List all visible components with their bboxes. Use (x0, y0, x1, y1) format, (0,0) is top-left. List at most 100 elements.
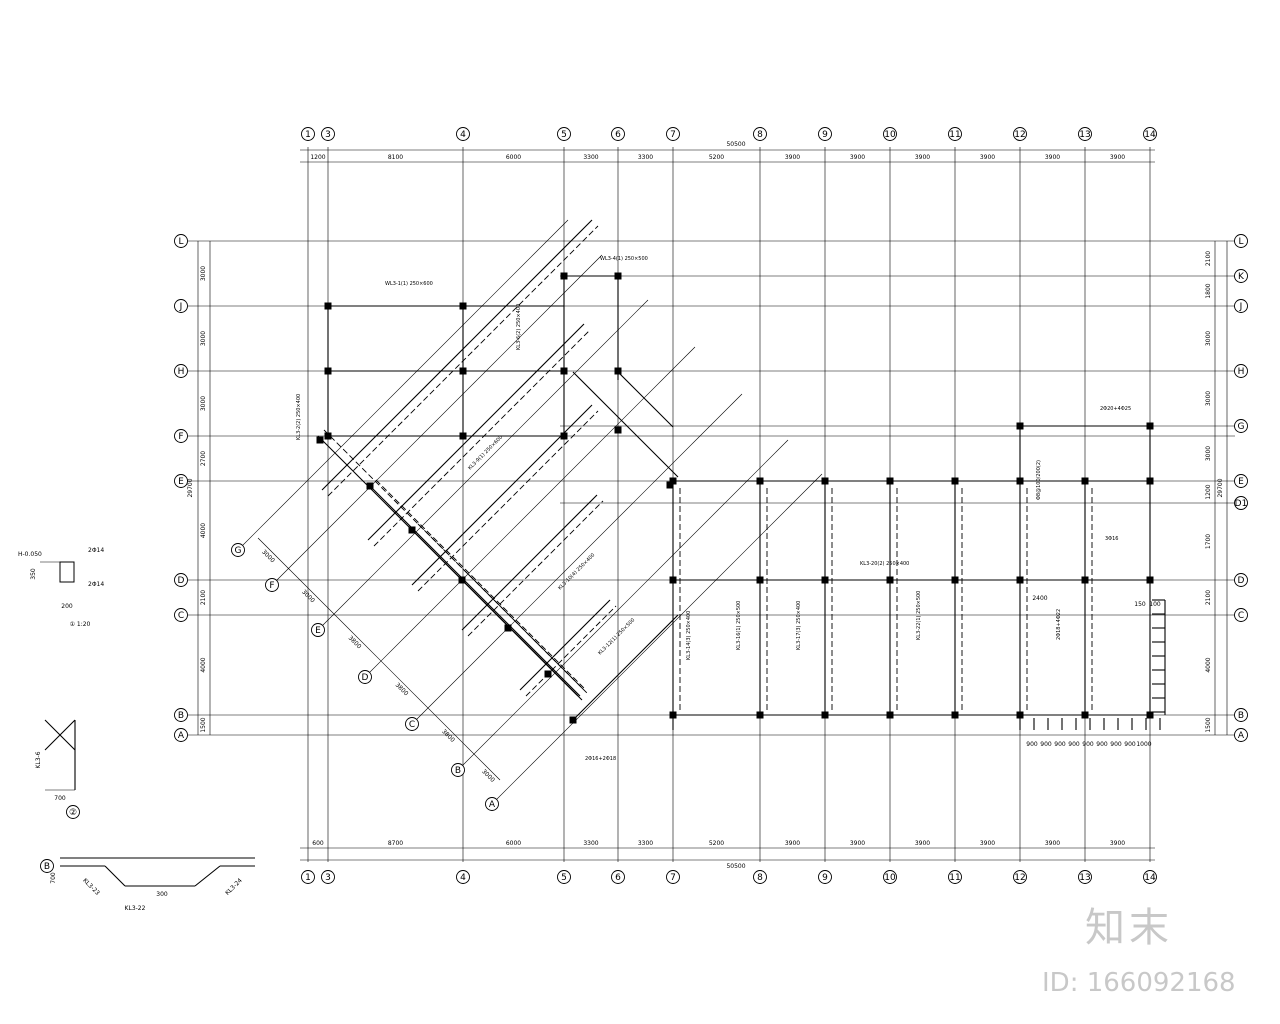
axis-top-9-bubble (818, 127, 832, 141)
skew-dim-text: 3000 (260, 549, 276, 565)
top-dim-text: 3900 (1110, 154, 1125, 161)
axis-left-E-bubble (174, 474, 188, 488)
axis-right-E-bubble (1234, 474, 1248, 488)
detail1-bar-top: 2Φ14 (88, 547, 104, 554)
axis-right-D1-label: D1 (1235, 499, 1248, 509)
axis-top-1-bubble (301, 127, 315, 141)
detail2-beam: KL3-6 (35, 751, 42, 768)
skew-axis-B-label: B (455, 766, 461, 776)
balcony-dim: 900 (1110, 741, 1122, 748)
column (669, 576, 677, 584)
detail3-dim: 700 (50, 872, 57, 884)
top-dim-text: 1200 (310, 154, 325, 161)
axis-bottom-3-label: 3 (325, 873, 331, 883)
detail3-line (194, 865, 221, 887)
axis-bottom-13-label: 13 (1079, 873, 1090, 883)
axis-right-G-bubble (1234, 419, 1248, 433)
detail1-bar-bot: 2Φ14 (88, 581, 104, 588)
beam-dim: 100 (1149, 601, 1161, 608)
axis-top-11-label: 11 (949, 130, 960, 140)
column (666, 481, 674, 489)
beam-dim: 150 (1134, 601, 1146, 608)
axis-top-14-bubble (1143, 127, 1157, 141)
bottom-dim-text: 3900 (1110, 840, 1125, 847)
axis-right-L-bubble (1234, 234, 1248, 248)
skew-axis-C-bubble (405, 717, 419, 731)
column (951, 576, 959, 584)
diagonal-beam (417, 410, 599, 592)
axis-bottom-11-label: 11 (949, 873, 960, 883)
column (951, 477, 959, 485)
top-dim-text: 5200 (709, 154, 724, 161)
bottom-dim-text: 3900 (850, 840, 865, 847)
beam-label: 3Φ16 (1105, 536, 1118, 542)
axis-left-J-bubble (174, 299, 188, 313)
axis-bottom-7-bubble (666, 870, 680, 884)
axis-top-14-label: 14 (1144, 130, 1156, 140)
column (1016, 576, 1024, 584)
axis-right-K-bubble (1234, 269, 1248, 283)
left-dim-text: 3000 (200, 331, 207, 346)
axis-bottom-1-bubble (301, 870, 315, 884)
axis-top-13-bubble (1078, 127, 1092, 141)
axis-bottom-13-bubble (1078, 870, 1092, 884)
column (408, 526, 416, 534)
axis-bottom-14-bubble (1143, 870, 1157, 884)
axis-bottom-10-label: 10 (884, 873, 896, 883)
diagonal-beam (375, 479, 587, 691)
column (1146, 477, 1154, 485)
column (1081, 711, 1089, 719)
column (821, 711, 829, 719)
skew-dim-text: 3800 (440, 728, 456, 744)
column (459, 432, 467, 440)
diagonal-beam (467, 500, 604, 637)
axis-right-K-label: K (1238, 272, 1245, 282)
skew-axis-G-bubble (231, 543, 245, 557)
axis-left-D-bubble (174, 573, 188, 587)
detail3-label-bubble (40, 859, 54, 873)
top-dim-text: 3900 (1045, 154, 1060, 161)
detail2-dim: 700 (54, 795, 66, 802)
bottom-dim-text: 3300 (583, 840, 598, 847)
skew-axis-D-label: D (362, 673, 369, 683)
diagonal-beam (467, 573, 589, 695)
axis-bottom-12-label: 12 (1014, 873, 1025, 883)
top-dim-text: 3300 (583, 154, 598, 161)
watermark-logo: 知末 (1085, 905, 1173, 951)
top-dim-text: 6000 (506, 154, 521, 161)
skew-axis-F-bubble (265, 578, 279, 592)
top-dim-text: 3300 (638, 154, 653, 161)
axis-bottom-9-label: 9 (822, 873, 828, 883)
skew-axis-A-bubble (485, 797, 499, 811)
column (1081, 576, 1089, 584)
detail3-beam: KL3-24 (224, 877, 244, 897)
top-dim-text: 3900 (850, 154, 865, 161)
axis-left-C-bubble (174, 608, 188, 622)
column (1081, 477, 1089, 485)
beam-label: KL3-12(1) 250×500 (597, 617, 636, 656)
skew-grid-line (317, 299, 649, 631)
skew-axis-E-bubble (311, 623, 325, 637)
left-total-dim: 29700 (187, 478, 194, 497)
axis-bottom-4-label: 4 (460, 873, 466, 883)
top-dim-text: 3900 (785, 154, 800, 161)
axis-left-A-label: A (178, 731, 185, 741)
bottom-dim-text: 3300 (638, 840, 653, 847)
column (316, 436, 324, 444)
axis-top-12-bubble (1013, 127, 1027, 141)
right-dim-text: 3000 (1205, 331, 1212, 346)
diagonal-beam (411, 404, 593, 586)
axis-right-E-label: E (1238, 477, 1244, 487)
column (951, 711, 959, 719)
axis-left-L-bubble (174, 234, 188, 248)
skew-axis-B-bubble (451, 763, 465, 777)
beam-label: KL3-22(1) 250×500 (916, 591, 922, 640)
bottom-dim-text: 5200 (709, 840, 724, 847)
column (614, 272, 622, 280)
axis-top-4-label: 4 (460, 130, 466, 140)
axis-left-C-label: C (178, 611, 184, 621)
column (1146, 711, 1154, 719)
top-overall-dim-text: 50500 (726, 141, 745, 148)
axis-bottom-7-label: 7 (670, 873, 676, 883)
beam-label: KL3-10(4) 250×400 (557, 552, 596, 591)
